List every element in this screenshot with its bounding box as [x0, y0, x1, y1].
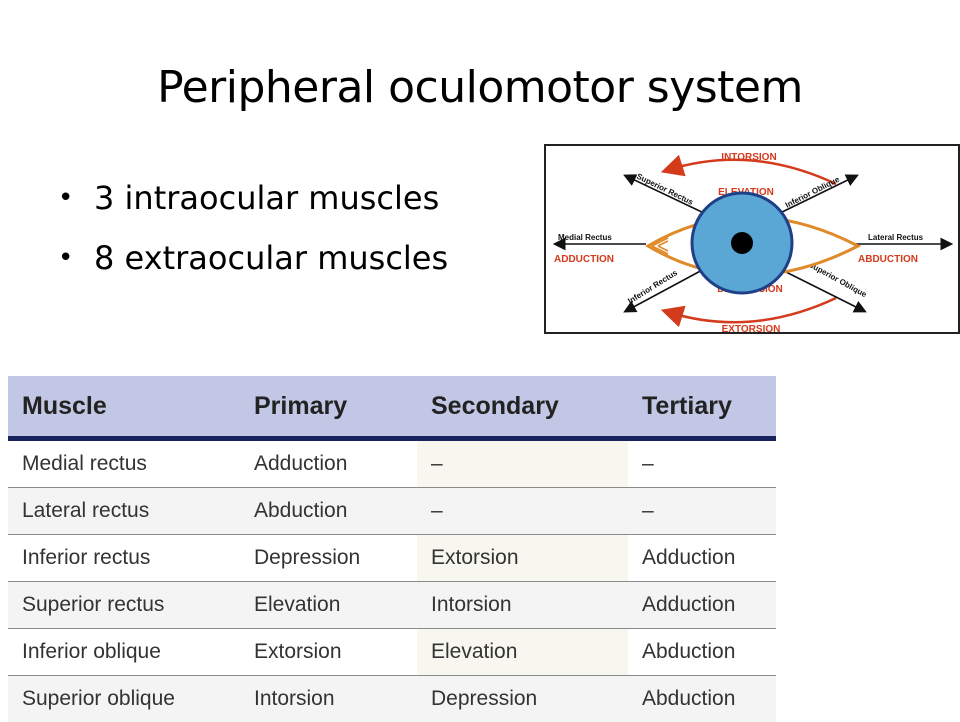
bullet-item: • 8 extraocular muscles — [58, 238, 448, 298]
table-row: Superior oblique Intorsion Depression Ab… — [8, 676, 776, 722]
column-header-secondary: Secondary — [417, 376, 628, 439]
bullet-list: • 3 intraocular muscles • 8 extraocular … — [58, 178, 448, 298]
column-header-primary: Primary — [240, 376, 417, 439]
cell-tertiary: Adduction — [628, 535, 776, 582]
bullet-item: • 3 intraocular muscles — [58, 178, 448, 238]
slide-title: Peripheral oculomotor system — [0, 62, 960, 113]
muscle-actions-table: Muscle Primary Secondary Tertiary Medial… — [8, 376, 776, 722]
intorsion-arrow — [668, 160, 836, 184]
cell-muscle: Lateral rectus — [8, 488, 240, 535]
table-row: Inferior oblique Extorsion Elevation Abd… — [8, 629, 776, 676]
lateral-rectus-label: Lateral Rectus — [868, 233, 924, 242]
eye-movement-diagram: INTORSION EXTORSION Superior Rectus Infe… — [544, 144, 960, 334]
cell-primary: Elevation — [240, 582, 417, 629]
cell-secondary: Intorsion — [417, 582, 628, 629]
cell-muscle: Superior rectus — [8, 582, 240, 629]
cell-primary: Adduction — [240, 439, 417, 488]
adduction-label: ADDUCTION — [554, 254, 614, 265]
cell-primary: Abduction — [240, 488, 417, 535]
cell-secondary: Elevation — [417, 629, 628, 676]
cell-tertiary: Adduction — [628, 582, 776, 629]
table-header-row: Muscle Primary Secondary Tertiary — [8, 376, 776, 439]
column-header-tertiary: Tertiary — [628, 376, 776, 439]
bullet-dot-icon: • — [58, 238, 94, 278]
cell-secondary: Extorsion — [417, 535, 628, 582]
superior-rectus-label: Superior Rectus — [635, 172, 695, 207]
cell-tertiary: – — [628, 488, 776, 535]
eye-diagram-svg: INTORSION EXTORSION Superior Rectus Infe… — [546, 146, 958, 332]
table-row: Inferior rectus Depression Extorsion Add… — [8, 535, 776, 582]
pupil-icon — [731, 232, 753, 254]
cell-muscle: Superior oblique — [8, 676, 240, 722]
superior-rectus-arrow — [626, 176, 706, 214]
cell-secondary: – — [417, 488, 628, 535]
extorsion-label: EXTORSION — [722, 324, 781, 332]
cell-tertiary: Abduction — [628, 676, 776, 722]
cell-primary: Extorsion — [240, 629, 417, 676]
table-row: Medial rectus Adduction – – — [8, 439, 776, 488]
cell-primary: Intorsion — [240, 676, 417, 722]
bullet-dot-icon: • — [58, 178, 94, 218]
inferior-oblique-label: Inferior Oblique — [784, 174, 842, 209]
column-header-muscle: Muscle — [8, 376, 240, 439]
cell-secondary: Depression — [417, 676, 628, 722]
superior-oblique-label: Superior Oblique — [807, 260, 869, 300]
cell-muscle: Inferior oblique — [8, 629, 240, 676]
cell-tertiary: – — [628, 439, 776, 488]
cell-primary: Depression — [240, 535, 417, 582]
extorsion-arrow — [668, 298, 836, 322]
cell-tertiary: Abduction — [628, 629, 776, 676]
table-row: Superior rectus Elevation Intorsion Addu… — [8, 582, 776, 629]
cell-secondary: – — [417, 439, 628, 488]
bullet-text: 8 extraocular muscles — [94, 238, 448, 278]
abduction-label: ABDUCTION — [858, 254, 918, 265]
cell-muscle: Inferior rectus — [8, 535, 240, 582]
cell-muscle: Medial rectus — [8, 439, 240, 488]
medial-rectus-label: Medial Rectus — [558, 233, 612, 242]
intorsion-label: INTORSION — [721, 152, 776, 163]
table-row: Lateral rectus Abduction – – — [8, 488, 776, 535]
bullet-text: 3 intraocular muscles — [94, 178, 439, 218]
